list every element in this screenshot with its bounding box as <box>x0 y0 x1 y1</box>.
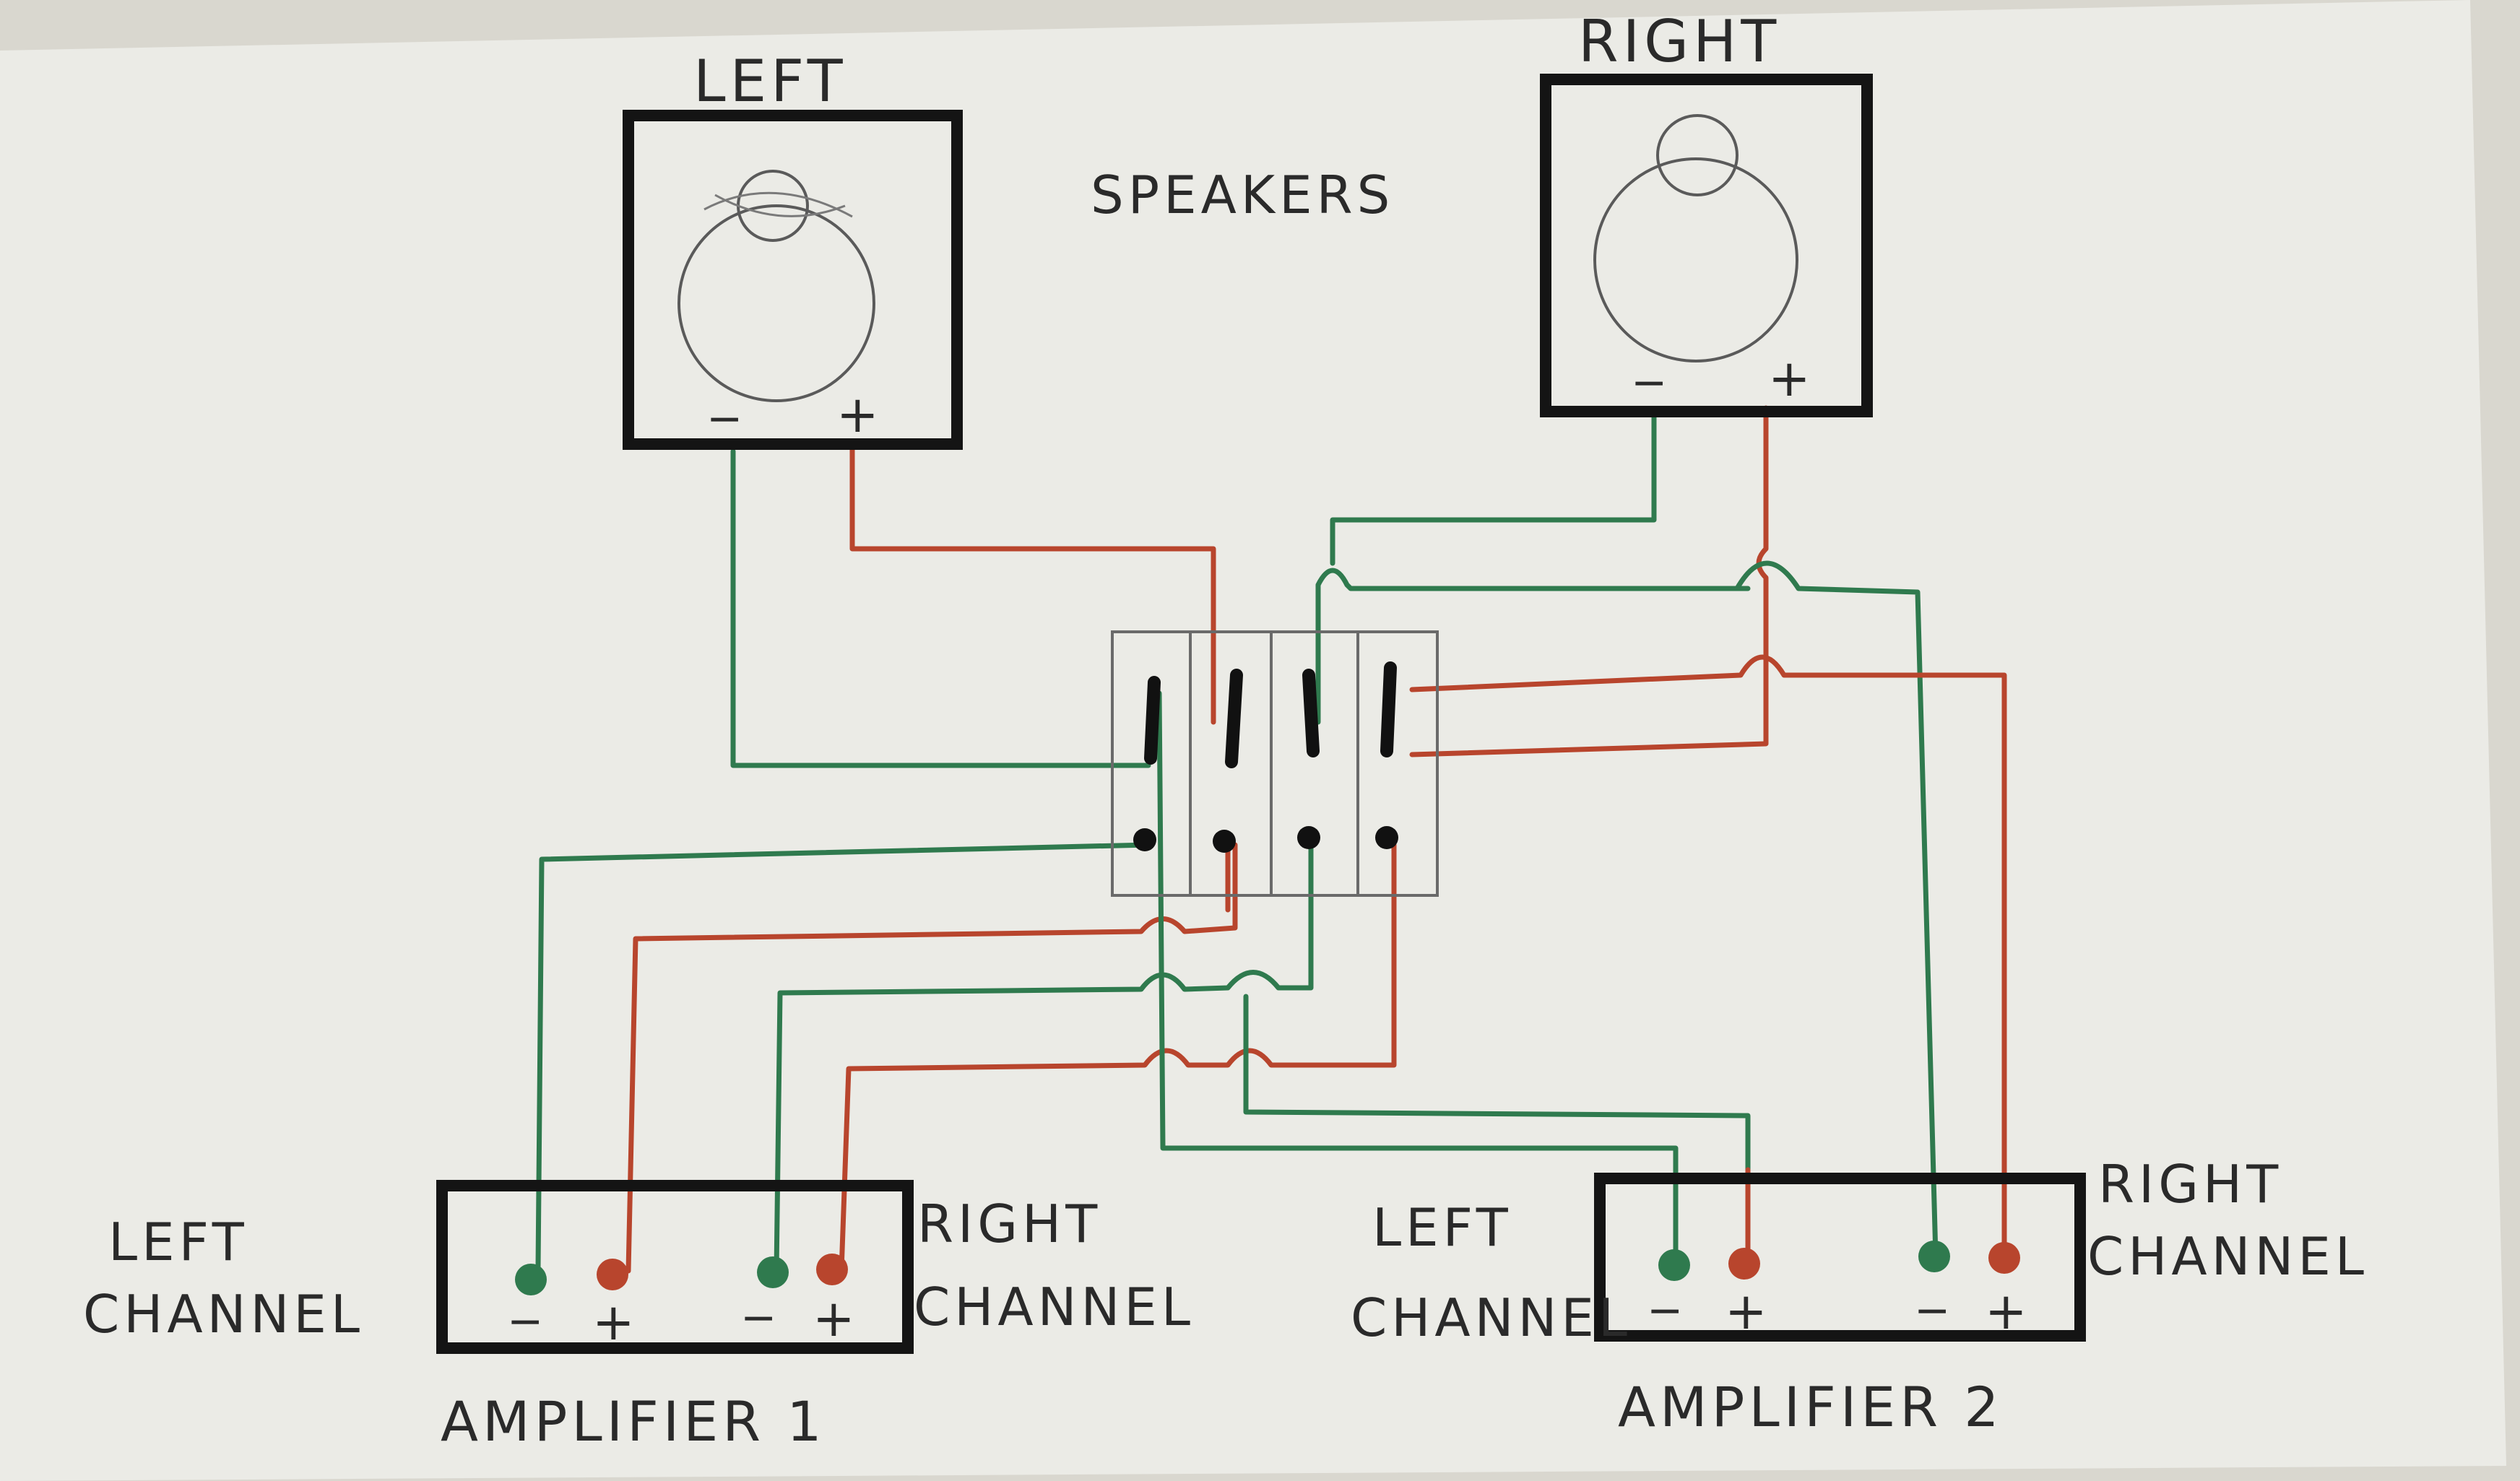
amp1-left-minus: − <box>507 1296 547 1347</box>
switch-frame <box>1111 630 1439 897</box>
left-speaker-label: LEFT <box>693 48 847 115</box>
amp1-left-positive-terminal <box>597 1259 628 1290</box>
wire-amp2-right-negative <box>1734 560 1939 1259</box>
wire-left-speaker-positive <box>849 441 1216 725</box>
switch-lever-3 <box>1302 669 1320 757</box>
amp1-right-minus: − <box>740 1293 781 1343</box>
wire-left-speaker-negative <box>730 448 1151 768</box>
amp2-left-negative-terminal <box>1658 1249 1690 1281</box>
amp2-left-minus: − <box>1647 1285 1687 1336</box>
wire-right-speaker-negative <box>1330 412 1657 566</box>
switch-lever-2 <box>1225 669 1243 768</box>
amp1-right-plus: + <box>813 1289 860 1348</box>
amp1-left-negative-terminal <box>515 1264 547 1295</box>
right-speaker-plus-label: + <box>1768 349 1815 408</box>
right-speaker-dustcap <box>1656 114 1739 196</box>
amp2-left-plus: + <box>1725 1282 1772 1341</box>
amp2-right-negative-terminal <box>1918 1241 1950 1272</box>
amp2-left-positive-terminal <box>1728 1248 1760 1280</box>
amp1-left-channel-line2: CHANNEL <box>83 1284 364 1345</box>
amplifier-2: − + − + LEFT CHANNEL RIGHT CHANNEL AMPLI… <box>1351 1154 2368 1439</box>
amp1-right-channel-line2: CHANNEL <box>914 1277 1195 1337</box>
amplifier-2-label: AMPLIFIER 2 <box>1618 1375 2004 1439</box>
right-speaker-box <box>1540 74 1873 417</box>
switch-terminal-1 <box>1133 828 1156 851</box>
amplifier-2-box <box>1594 1173 2086 1342</box>
amplifier-1-box <box>436 1180 914 1354</box>
amp2-left-channel-line1: LEFT <box>1372 1197 1512 1258</box>
switch-terminal-3 <box>1297 826 1320 849</box>
right-speaker-cone <box>1593 157 1798 362</box>
wire-amp1-right-positive <box>839 842 1397 1274</box>
amp2-right-channel-line1: RIGHT <box>2098 1154 2282 1215</box>
amp2-right-positive-terminal <box>1988 1242 2020 1274</box>
left-speaker-minus-label: − <box>706 394 747 444</box>
amp2-right-channel-line2: CHANNEL <box>2087 1226 2368 1287</box>
amp1-right-negative-terminal <box>757 1256 789 1288</box>
amp2-right-plus: + <box>1985 1282 2032 1341</box>
right-speaker-minus-label: − <box>1631 357 1671 408</box>
amp2-left-channel-line2: CHANNEL <box>1351 1287 1632 1348</box>
wire-amp1-left-negative <box>535 842 1151 1270</box>
left-speaker-box <box>623 110 963 450</box>
switch-terminal-2 <box>1213 830 1236 853</box>
amp1-left-plus: + <box>592 1293 639 1352</box>
left-speaker-plus-label: + <box>836 385 883 444</box>
left-speaker-cone <box>677 204 875 402</box>
wire-right-speaker-negative-hop <box>1315 568 1751 725</box>
amp1-left-channel-line1: LEFT <box>108 1212 248 1272</box>
right-speaker: RIGHT − + <box>1540 8 1873 417</box>
amplifier-1: − + − + LEFT CHANNEL RIGHT CHANNEL AMPLI… <box>83 1180 1195 1454</box>
switch-block <box>1111 630 1439 897</box>
switch-terminal-4 <box>1375 826 1398 849</box>
wire-amp1-right-negative <box>774 842 1314 1274</box>
left-speaker: LEFT − + <box>623 48 963 450</box>
right-speaker-label: RIGHT <box>1578 8 1780 75</box>
switch-lever-4 <box>1380 661 1397 757</box>
switch-lever-1 <box>1144 676 1161 765</box>
left-speaker-scribble <box>703 191 853 218</box>
wire-amp2-right-positive <box>1409 654 2007 1259</box>
amp2-right-minus: − <box>1914 1285 1954 1336</box>
wire-amp2-left-negative <box>1156 690 1679 1259</box>
speakers-title: SPEAKERS <box>1091 165 1394 225</box>
amp1-right-channel-line1: RIGHT <box>917 1194 1101 1254</box>
amplifier-1-label: AMPLIFIER 1 <box>441 1389 826 1454</box>
amp1-right-positive-terminal <box>816 1254 848 1285</box>
